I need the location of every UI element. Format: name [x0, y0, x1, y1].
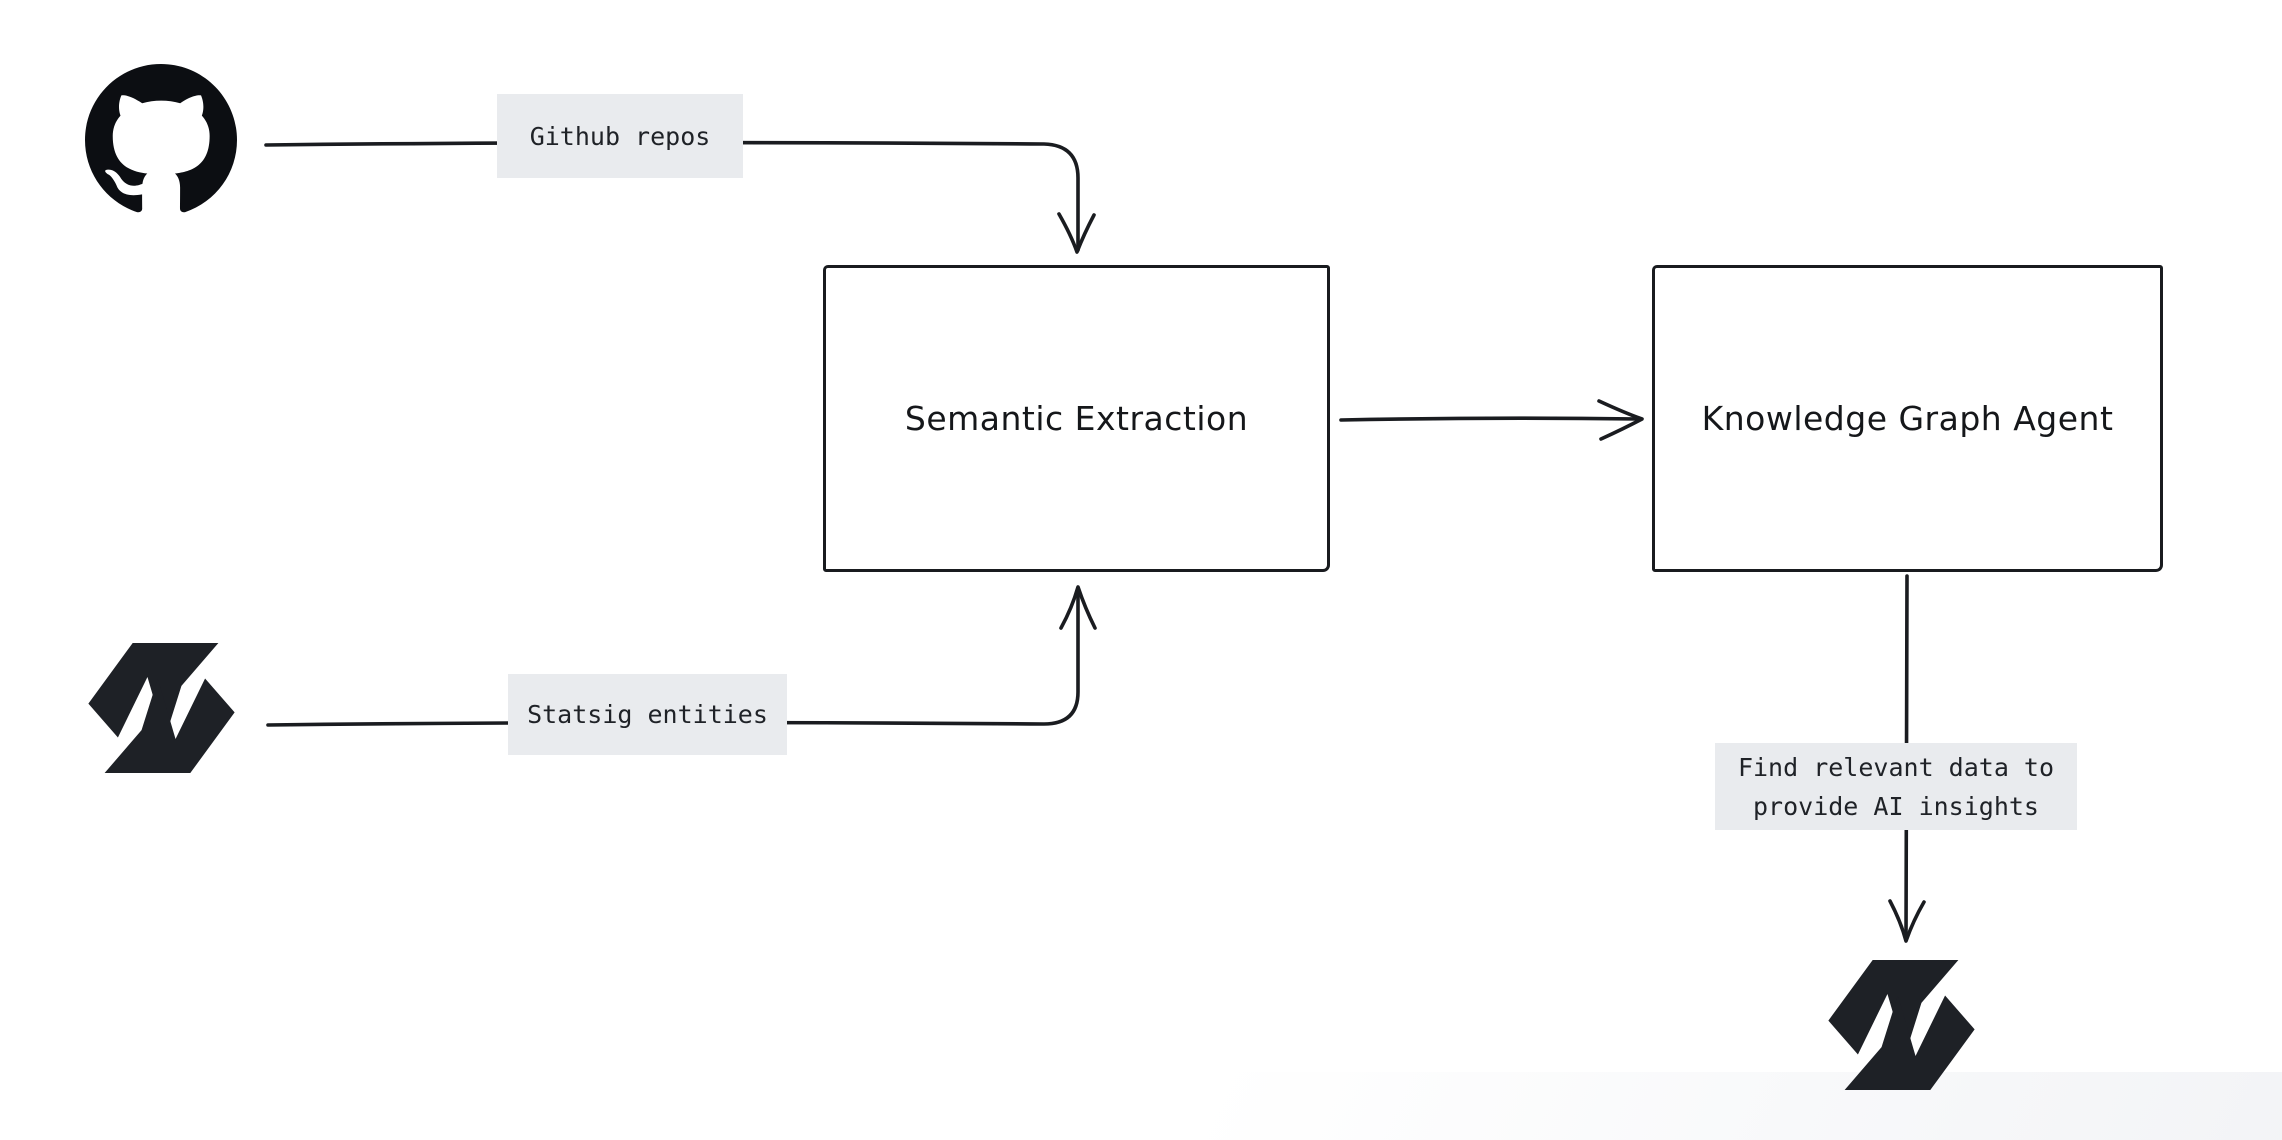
- edge-label-find-relevant-data: Find relevant data to provide AI insight…: [1715, 743, 2077, 830]
- node-knowledge-graph-agent: Knowledge Graph Agent: [1652, 265, 2163, 572]
- knowledge-graph-agent-title: Knowledge Graph Agent: [1701, 399, 2114, 438]
- arrow-statsig-to-semantic-extraction: [266, 585, 1097, 727]
- arrow-extraction-to-agent: [1339, 399, 1644, 441]
- edge-label-github-repos: Github repos: [497, 94, 743, 178]
- github-icon: [85, 64, 237, 216]
- arrow-github-to-semantic-extraction: [264, 140, 1096, 254]
- edge-label-find-relevant-line2: provide AI insights: [1753, 791, 2039, 821]
- statsig-icon-target: [1828, 960, 1975, 1090]
- semantic-extraction-title: Semantic Extraction: [904, 399, 1249, 438]
- edge-label-statsig-entities: Statsig entities: [508, 674, 787, 755]
- statsig-icon-source: [88, 643, 235, 773]
- edge-label-find-relevant-line1: Find relevant data to: [1737, 752, 2055, 782]
- bottom-edge-fade: [620, 1072, 2282, 1140]
- node-semantic-extraction: Semantic Extraction: [823, 265, 1330, 572]
